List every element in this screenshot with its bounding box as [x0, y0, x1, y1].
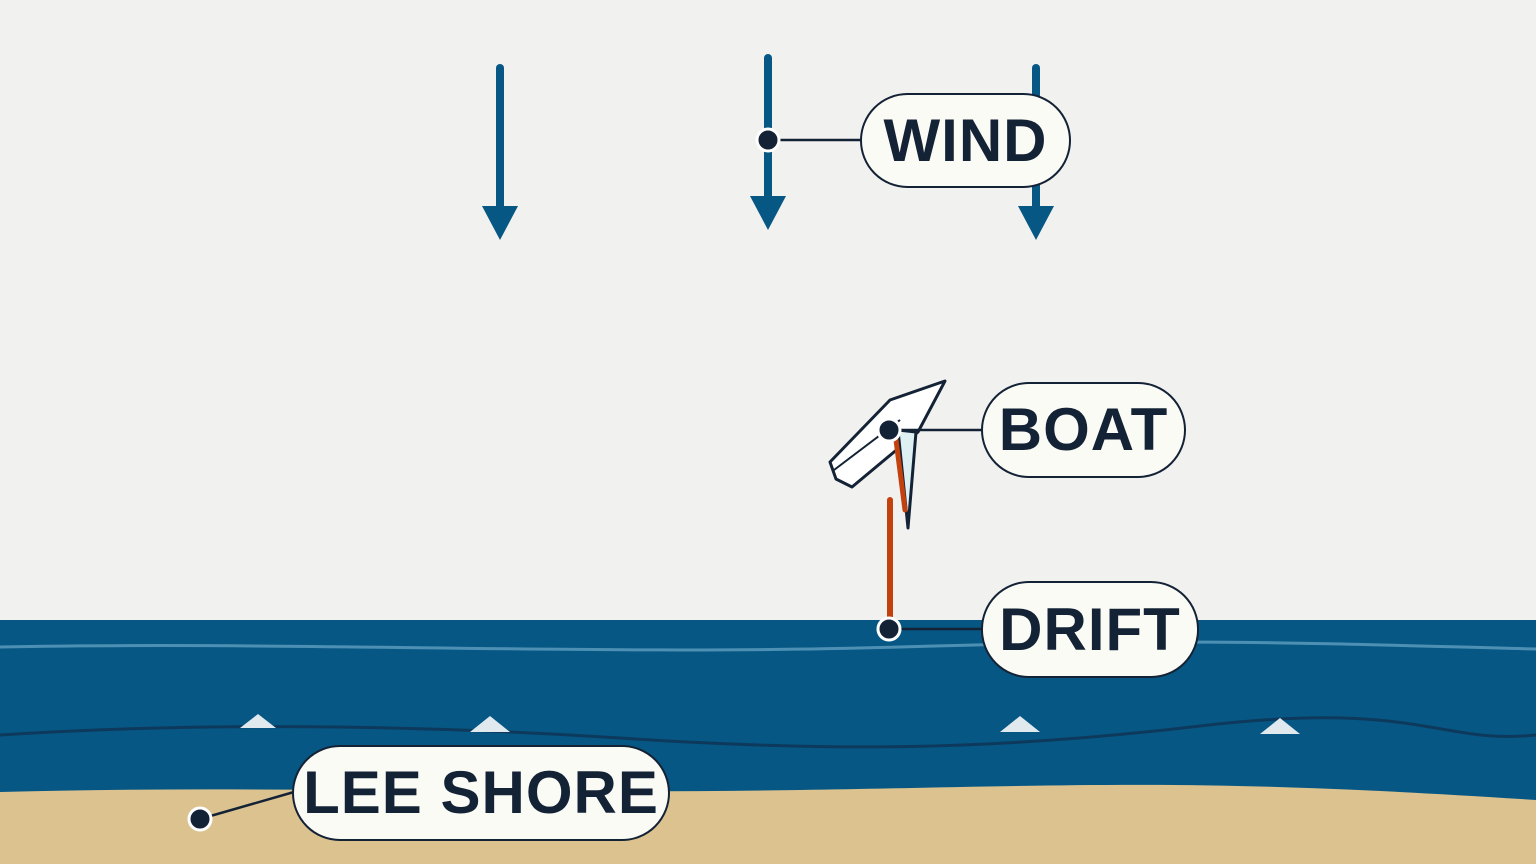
lee-shore-label: LEE SHORE [292, 745, 670, 841]
lee-shore-leader-line [199, 790, 295, 821]
sea-surface-line [0, 640, 1536, 652]
wind-arrow-icon [482, 64, 518, 240]
wind-label: WIND [860, 93, 1071, 188]
wave-crest-icon [1260, 718, 1300, 734]
swell-line [0, 716, 1536, 749]
lee-shore-sand [0, 784, 1536, 864]
boat-heading-line [893, 437, 908, 513]
wave-crest-icon [470, 716, 510, 732]
wave-crest-icon [240, 714, 276, 728]
drift-anchor-dot [876, 616, 902, 642]
wind-anchor-dot [755, 127, 781, 153]
lee-shore-anchor-dot [187, 806, 213, 832]
boat-anchor-dot [876, 417, 902, 443]
wave-crest-icon [1000, 716, 1040, 732]
drift-label: DRIFT [981, 581, 1199, 678]
boat-label: BOAT [981, 382, 1186, 478]
